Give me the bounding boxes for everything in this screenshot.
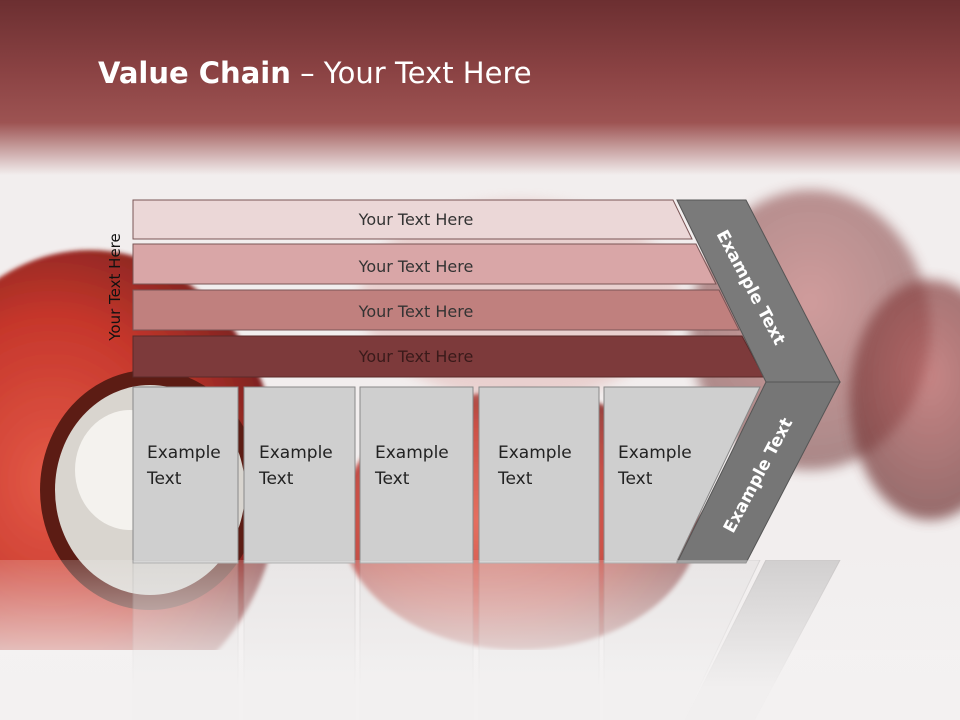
slide-title: Value Chain – Your Text Here (98, 56, 532, 90)
cell-4-text: Example Text (498, 440, 572, 492)
cell-1-line1: Example (147, 443, 221, 463)
cell-2-line2: Text (259, 469, 294, 489)
cell-5-line1: Example (618, 443, 692, 463)
cell-2[interactable] (243, 386, 356, 564)
title-bold: Value Chain (98, 56, 291, 90)
cell-4-line2: Text (498, 469, 533, 489)
cell-5-text: Example Text (618, 440, 692, 492)
cell-5-line2: Text (618, 469, 653, 489)
bar-3[interactable] (132, 289, 740, 331)
cell-3-line1: Example (375, 443, 449, 463)
bar-1[interactable] (132, 199, 693, 240)
cell-4-line1: Example (498, 443, 572, 463)
cell-1-text: Example Text (147, 440, 221, 492)
cell-3-line2: Text (375, 469, 410, 489)
reflection-fade (0, 560, 960, 720)
cell-2-line1: Example (259, 443, 333, 463)
cell-3[interactable] (359, 386, 474, 564)
cell-4[interactable] (478, 386, 600, 564)
cell-2-text: Example Text (259, 440, 333, 492)
bar-3-label: Your Text Here (358, 302, 474, 321)
bar-1-label: Your Text Here (358, 210, 474, 229)
header-band (0, 0, 960, 175)
cell-3-text: Example Text (375, 440, 449, 492)
cell-1[interactable] (132, 386, 239, 564)
bar-4-label: Your Text Here (358, 347, 474, 366)
bar-2-label: Your Text Here (358, 257, 474, 276)
title-rest: – Your Text Here (290, 56, 532, 90)
bar-2[interactable] (132, 243, 717, 285)
cell-1-line2: Text (147, 469, 182, 489)
